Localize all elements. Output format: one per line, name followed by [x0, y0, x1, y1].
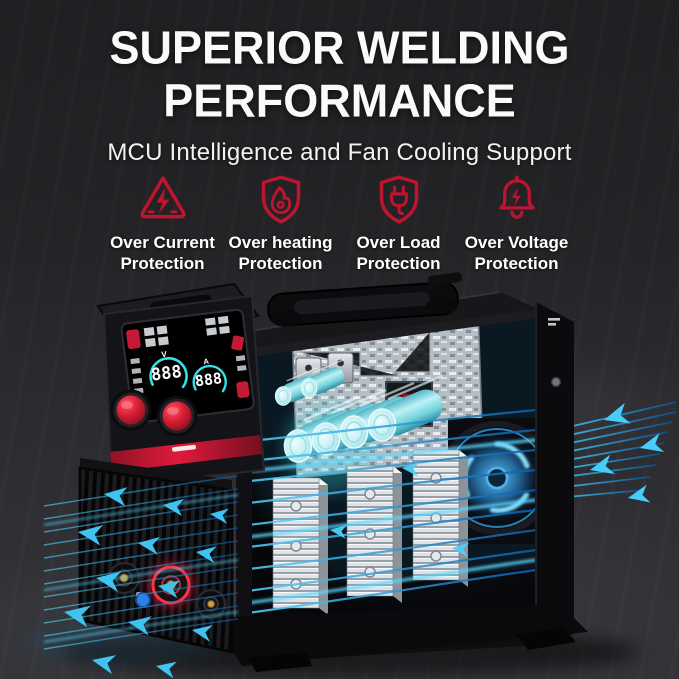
title-line-2: PERFORMANCE — [163, 73, 516, 127]
page-subtitle: MCU Intelligence and Fan Cooling Support — [107, 138, 572, 166]
header: SUPERIOR WELDING PERFORMANCE MCU Intelli… — [0, 20, 679, 167]
knob-right — [162, 401, 192, 431]
over-voltage-icon — [498, 175, 535, 219]
amps-value: 888 — [194, 369, 223, 390]
machine-body: V 888 A 888 — [43, 272, 588, 679]
knob-left — [116, 395, 146, 425]
volts-value: 888 — [150, 362, 183, 386]
page-title: SUPERIOR WELDING PERFORMANCE — [0, 20, 679, 128]
control-head: V 888 A 888 — [96, 282, 266, 488]
mode-red-tag — [126, 329, 141, 349]
right-wall — [535, 302, 574, 644]
over-heating-icon — [261, 175, 300, 224]
over-current-icon — [139, 176, 186, 219]
over-load-icon — [379, 175, 418, 224]
welding-machine-cutaway-illustration: V 888 A 888 — [25, 272, 677, 679]
title-line-1: SUPERIOR WELDING — [109, 20, 570, 74]
vrd-red-icon — [236, 381, 250, 398]
